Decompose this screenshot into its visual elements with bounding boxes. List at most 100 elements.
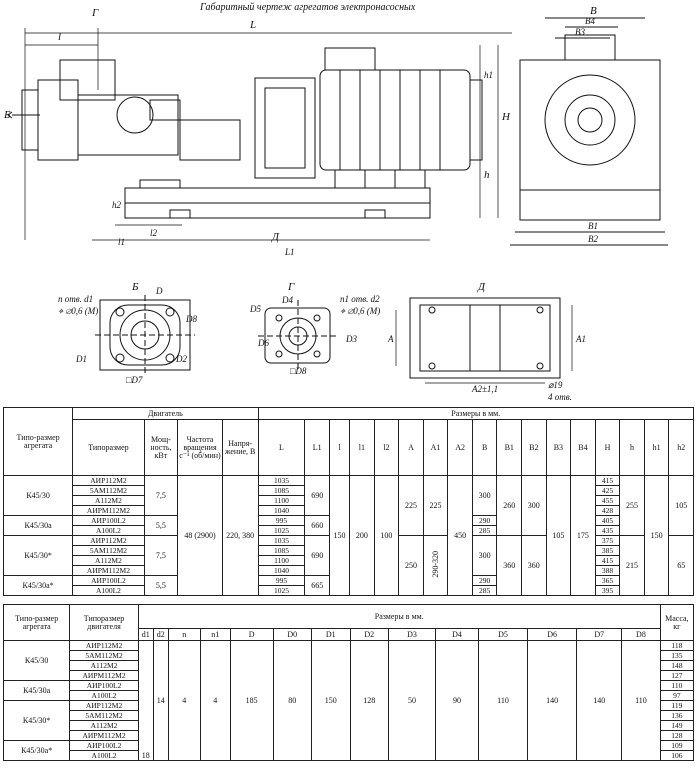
label-B3: B3	[575, 27, 585, 37]
t2-col-D8: D8	[621, 628, 661, 641]
t2-mass-value: 119	[660, 701, 693, 711]
t1-A1-bottom-text: 290-320	[430, 551, 440, 578]
t2-D6: 140	[527, 640, 578, 761]
pump-body	[7, 59, 241, 161]
t2-col-d1: d1	[137, 628, 154, 641]
t2-motor: АИР112М2	[70, 701, 138, 711]
t2-motor: АИР100L2	[70, 741, 138, 751]
t1-L-value: 1035	[258, 476, 305, 486]
t1-motor: АИРМ112М2	[86, 566, 130, 575]
view-g-label-D5: D5	[249, 304, 261, 314]
t1-motor: АИР112М2	[73, 536, 144, 546]
t1-header-motor-group: Двигатель	[72, 407, 259, 420]
t1-col-B1: B1	[496, 419, 523, 476]
view-b-label-D: D	[155, 286, 163, 296]
t1-B-value: 285	[479, 586, 491, 595]
t1-pump: К45/30*	[2, 535, 74, 576]
t1-motor: АИР100L2	[73, 516, 144, 526]
t2-pump: К45/30	[2, 640, 71, 681]
view-d-base	[395, 297, 573, 384]
t1-B-value: 290	[472, 516, 497, 526]
t1-L-value: 1040	[273, 506, 289, 515]
label-L1: L1	[284, 247, 295, 257]
label-B1: B1	[588, 221, 598, 231]
t1-L-value: 1100	[258, 496, 305, 506]
t1-motor: АИРМ112М2	[86, 506, 130, 515]
t1-power: 5,5	[143, 575, 179, 596]
label-h2: h2	[112, 200, 122, 210]
label-L: L	[249, 19, 256, 31]
t1-motor: А100L2	[95, 586, 121, 595]
t2-motor: АИРМ112М2	[82, 671, 126, 680]
t1-B4: 175	[570, 475, 596, 596]
view-b-flange	[95, 295, 195, 375]
t2-motor: А112М2	[70, 721, 138, 731]
t2-col-D0: D0	[272, 628, 313, 641]
view-b-holes: n отв. d1	[58, 294, 93, 304]
electric-motor	[319, 47, 483, 189]
t2-mass-value: 118	[660, 641, 693, 651]
view-b-label-D1: D1	[75, 354, 87, 364]
t1-motor: А100L2	[95, 526, 121, 535]
t1-B: 300	[471, 535, 498, 576]
t2-motor: 5АМ112М2	[70, 711, 138, 721]
t1-B2-bottom: 360	[521, 535, 547, 596]
t1-A1-bottom: 290-320	[422, 535, 449, 596]
t1-col-A1: A1	[422, 419, 449, 476]
t1-H-value: 425	[595, 486, 620, 496]
t1-L-value: 995	[258, 516, 305, 526]
t1-header-dims: Размеры в мм.	[257, 407, 695, 420]
t1-L-value: 1100	[258, 556, 305, 566]
t1-col-B: B	[471, 419, 498, 476]
t2-col-D7: D7	[576, 628, 623, 641]
t1-A1-top: 225	[422, 475, 449, 536]
t2-motor: АИР100L2	[70, 681, 138, 691]
t1-L-value: 1025	[273, 586, 289, 595]
t2-pump: К45/30*	[2, 700, 71, 741]
t2-mass-value: 148	[660, 661, 693, 671]
label-l2: l2	[150, 228, 158, 238]
t1-header-voltage: Напря-жение, В	[221, 419, 259, 476]
t2-motor: 5АМ112М2	[70, 651, 138, 661]
t1-power: 5,5	[143, 515, 179, 536]
t1-H-value: 435	[601, 526, 614, 535]
t1-L-value: 1025	[273, 526, 289, 535]
t2-col-D1: D1	[311, 628, 351, 641]
t2-D1: 150	[311, 640, 351, 761]
view-g-label-D4: D4	[281, 295, 293, 305]
view-g-holes: n1 отв. d2	[340, 294, 380, 304]
t2-pump: К45/30а	[2, 680, 71, 701]
t1-col-h2: h2	[668, 419, 694, 476]
view-g-label-D3: D3	[345, 334, 357, 344]
t2-mass-value: 109	[660, 741, 693, 751]
t1-header-speed: Частота вращения с⁻¹ (об/мин)	[177, 419, 223, 476]
t2-header-motor: Типоразмер двигателя	[69, 604, 139, 641]
t1-pump: К45/30	[2, 475, 74, 516]
t1-h2-bottom: 65	[668, 535, 694, 596]
t2-d1: 18	[137, 640, 154, 761]
t1-speed: 48 (2900)	[177, 475, 223, 596]
t1-A-bottom: 250	[398, 535, 424, 596]
label-B2: B2	[588, 234, 598, 244]
t1-B: 300	[471, 475, 498, 516]
view-b-label-D7: □D7	[126, 375, 143, 385]
t2-motor: А112М2	[70, 661, 138, 671]
label-B4: B4	[585, 16, 595, 26]
t2-header-pump: Типо-размер агрегата	[2, 604, 71, 641]
